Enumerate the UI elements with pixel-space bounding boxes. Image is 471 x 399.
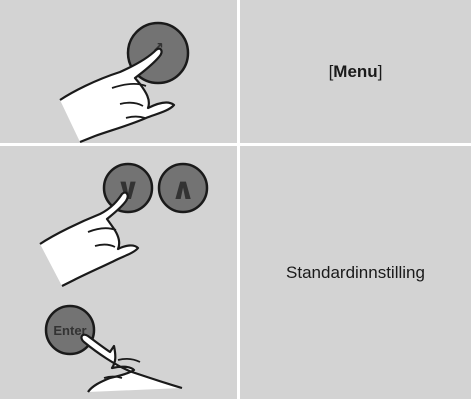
up-button-symbol: ∧ [171, 173, 195, 206]
menu-label: Menu [333, 62, 377, 81]
instruction-text-default: Standardinnstilling [240, 146, 471, 399]
navigate-enter-illustration: ∨ ∧ Enter [0, 146, 237, 399]
bracket-close: ] [378, 62, 383, 81]
hand-press-navigation-icon: ∨ ∧ Enter [0, 146, 237, 399]
hand-press-menu-icon: ↗ [0, 0, 237, 143]
instruction-text-menu: [Menu] [240, 0, 471, 143]
default-setting-label: Standardinnstilling [240, 263, 471, 283]
menu-button-illustration: ↗ [0, 0, 237, 143]
